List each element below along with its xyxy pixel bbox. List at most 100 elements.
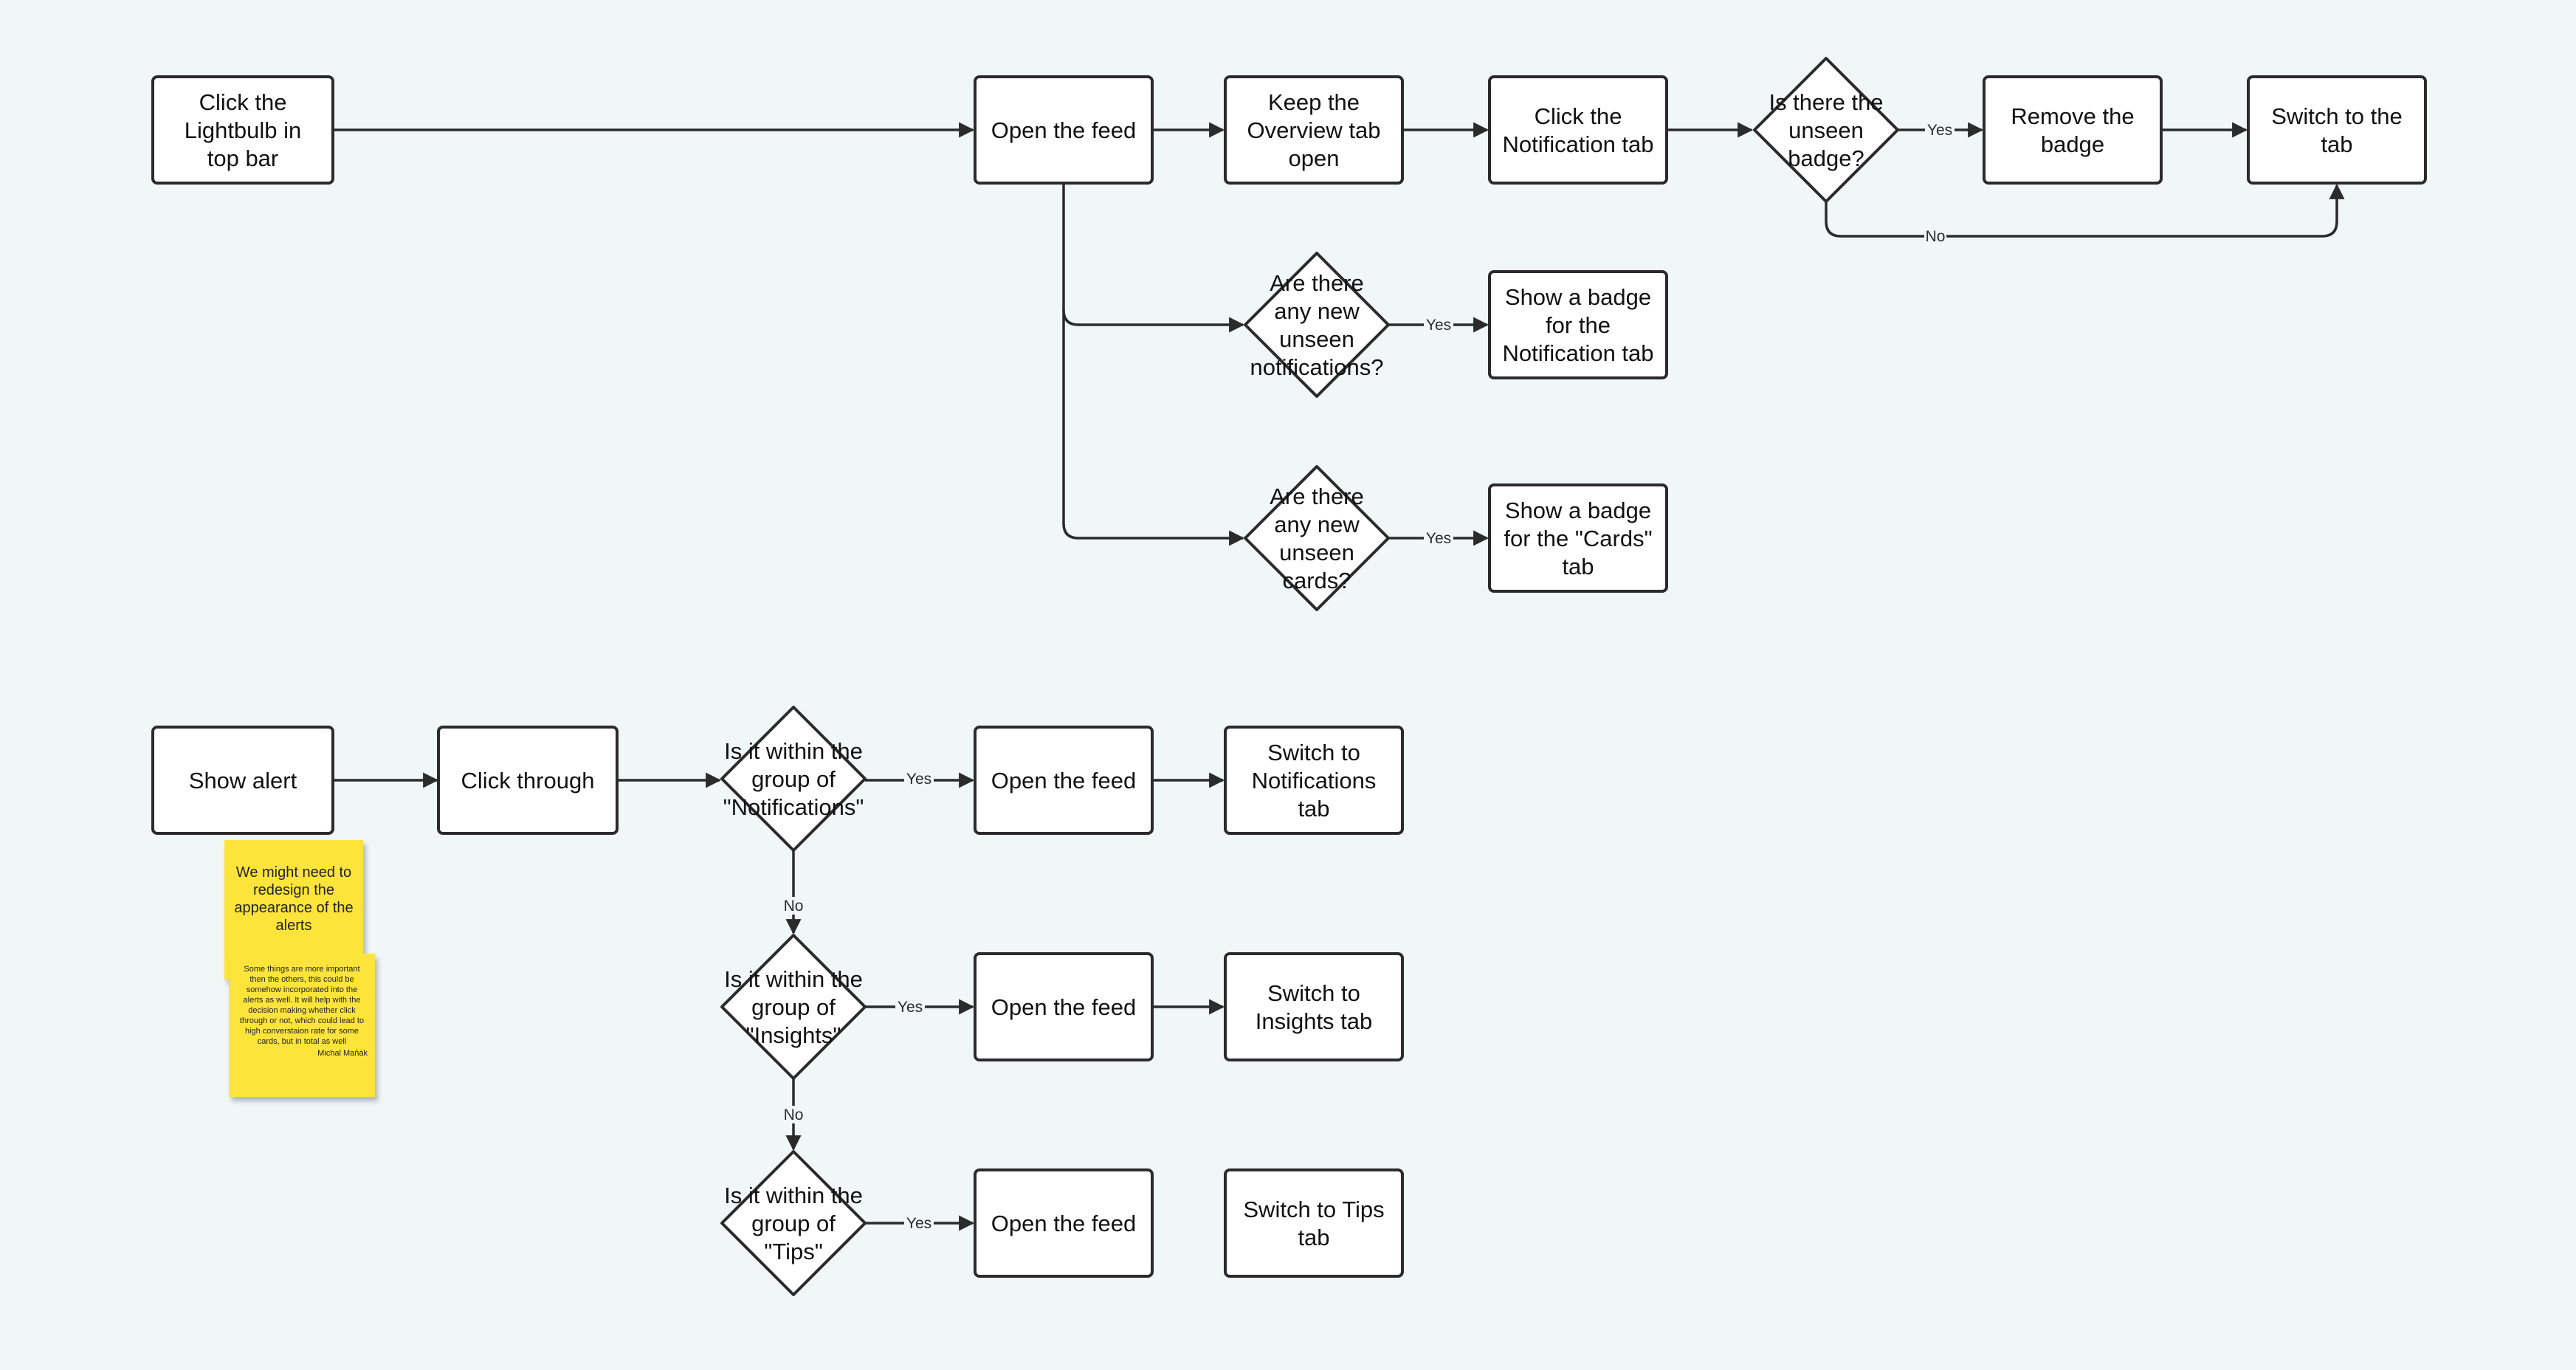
node-label: group of: [751, 766, 836, 792]
connector[interactable]: [1062, 183, 1245, 333]
connector-label-no: No: [1926, 228, 1946, 245]
node-label: Click the: [199, 89, 287, 115]
node-label: Is it within the: [724, 1183, 863, 1208]
connector[interactable]: Yes: [1898, 121, 1984, 139]
node-shape: [1488, 75, 1668, 185]
node-label: Open the feed: [991, 768, 1137, 794]
node-label: Switch to: [1267, 740, 1360, 765]
node-label: group of: [751, 1211, 836, 1236]
connector[interactable]: Yes: [1388, 316, 1490, 334]
node-label: group of: [751, 994, 836, 1020]
node-label: Is it within the: [724, 966, 863, 992]
node-shape: [1224, 1168, 1404, 1278]
node-shape: [1224, 726, 1404, 835]
node-label: any new: [1274, 512, 1360, 537]
node-label: tab: [1298, 1225, 1329, 1250]
node-label: Show alert: [189, 768, 297, 794]
connector-label-bg: [1925, 121, 1955, 139]
node-label: Remove the: [2011, 103, 2134, 129]
node-shape: [437, 726, 619, 835]
connector[interactable]: No: [782, 850, 805, 935]
process-click-through[interactable]: Click through: [437, 726, 619, 835]
connector-label-yes: Yes: [906, 771, 931, 788]
node-shape: [1244, 465, 1390, 611]
sticky-note-text: We might need to redesign the appearance…: [234, 864, 354, 934]
connector[interactable]: Yes: [1388, 529, 1490, 547]
process-open-feed-notifications[interactable]: Open the feed: [974, 726, 1154, 835]
node-shape: [974, 75, 1154, 185]
node-label: Open the feed: [991, 994, 1137, 1020]
node-shape: [1224, 75, 1404, 185]
node-label: Notifications: [1252, 768, 1377, 794]
node-label: Notification tab: [1502, 340, 1653, 366]
sticky-note-text: Some things are more important then the …: [239, 965, 365, 1046]
node-shape: [1488, 483, 1668, 593]
connector[interactable]: [1062, 310, 1245, 546]
node-label: Click the: [1535, 103, 1622, 129]
node-shape: [974, 726, 1154, 835]
process-open-feed-tips[interactable]: Open the feed: [974, 1168, 1154, 1278]
node-label: unseen: [1788, 117, 1864, 143]
node-label: Keep the: [1268, 89, 1360, 115]
connector[interactable]: No: [1825, 183, 2345, 245]
node-label: badge: [2041, 131, 2104, 157]
connector-label-bg: [1924, 227, 1946, 245]
node-shape: [2247, 75, 2427, 185]
connector-label-bg: [782, 897, 805, 915]
node-shape: [1488, 270, 1668, 379]
process-open-feed-top[interactable]: Open the feed: [974, 75, 1154, 185]
connector-label-yes: Yes: [906, 1215, 931, 1232]
node-label: notifications?: [1250, 354, 1384, 380]
sticky-note-importance[interactable]: Some things are more important then the …: [229, 954, 375, 1097]
connector-label-bg: [1424, 316, 1453, 334]
connector-line: [1062, 183, 1245, 333]
node-label: Is there the: [1769, 89, 1883, 115]
node-shape: [151, 726, 334, 835]
connector-label-bg: [1424, 529, 1453, 547]
node-shape: [1224, 952, 1404, 1061]
node-label: Show a badge: [1505, 284, 1651, 310]
decision-within-tips[interactable]: Is it within the group of "Tips": [720, 1150, 867, 1296]
node-label: Is it within the: [724, 738, 863, 764]
node-shape: [974, 952, 1154, 1061]
node-shape: [720, 706, 867, 852]
node-label: tab: [1298, 796, 1329, 822]
connector[interactable]: Yes: [865, 770, 975, 788]
node-label: Overview tab: [1247, 117, 1381, 143]
node-label: Are there: [1270, 483, 1364, 509]
connector[interactable]: Yes: [865, 1214, 975, 1232]
node-label: "Tips": [764, 1239, 822, 1264]
node-label: open: [1289, 145, 1340, 171]
node-label: Open the feed: [991, 117, 1137, 143]
node-label: "Notifications": [723, 794, 864, 820]
connector-label-yes: Yes: [1426, 530, 1451, 547]
connector-label-bg: [904, 770, 934, 788]
connector-label-bg: [782, 1106, 805, 1123]
node-label: unseen: [1279, 326, 1354, 352]
node-label: unseen: [1279, 540, 1354, 565]
connector[interactable]: No: [782, 1078, 805, 1152]
connector[interactable]: Yes: [865, 998, 975, 1016]
connector-label-yes: Yes: [898, 999, 923, 1016]
process-open-feed-insights[interactable]: Open the feed: [974, 952, 1154, 1061]
node-label: any new: [1274, 298, 1360, 324]
node-label: for the: [1546, 312, 1611, 338]
process-show-alert[interactable]: Show alert: [151, 726, 334, 835]
node-label: Insights tab: [1256, 1008, 1373, 1034]
